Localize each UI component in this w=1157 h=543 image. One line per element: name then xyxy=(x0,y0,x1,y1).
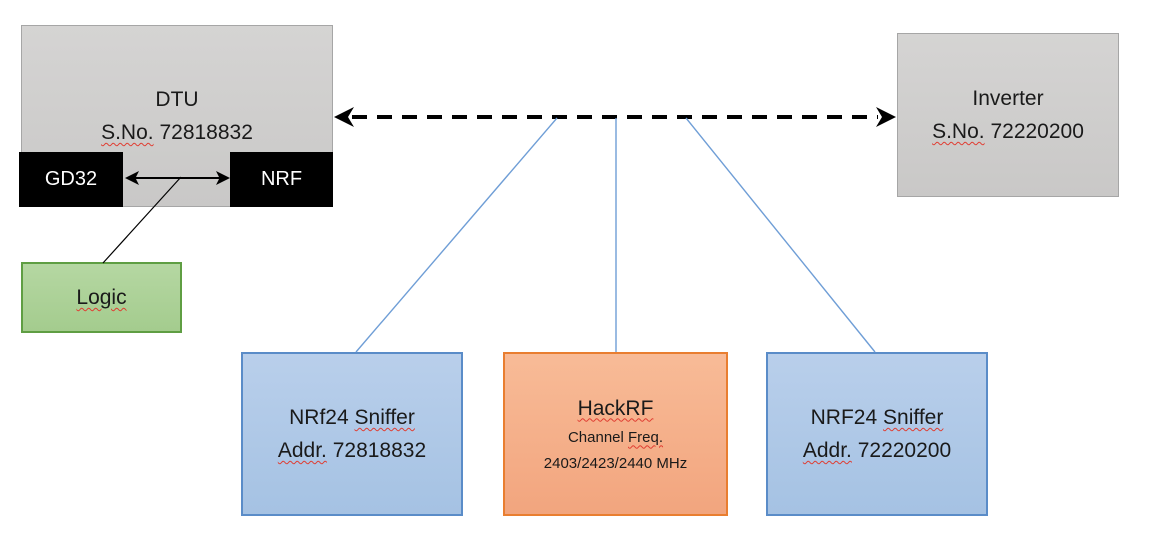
logic-label: Logic xyxy=(76,286,127,309)
sniffer-left-addr: Addr. 72818832 xyxy=(277,439,427,462)
hackrf-box: HackRF Channel Freq. 2403/2423/2440 MHz xyxy=(503,352,728,516)
hackrf-title: HackRF xyxy=(577,396,654,420)
arrowhead-left-icon xyxy=(334,107,354,127)
sniffer-right-box: NRF24 Sniffer Addr. 72220200 xyxy=(766,352,988,516)
inverter-box: Inverter S.No. 72220200 xyxy=(897,33,1119,197)
gd32-label: GD32 xyxy=(44,168,98,190)
nrf-box: NRF xyxy=(230,152,333,207)
sniffer-right-connector-line xyxy=(685,117,876,353)
arrowhead-right-icon xyxy=(876,107,896,127)
sniffer-left-connector-line xyxy=(355,117,558,353)
nrf-label: NRF xyxy=(260,168,303,190)
sniffer-right-title: NRF24 Sniffer xyxy=(810,406,944,429)
dtu-serial: S.No. 72818832 xyxy=(101,116,253,149)
inverter-serial-label: S.No. xyxy=(932,120,985,143)
hackrf-frequencies: 2403/2423/2440 MHz xyxy=(543,454,688,472)
logic-box: Logic xyxy=(21,262,182,333)
sniffer-right-addr: Addr. 72220200 xyxy=(802,439,952,462)
inverter-title: Inverter xyxy=(972,87,1044,110)
dtu-serial-label: S.No. xyxy=(101,121,154,144)
dtu-inverter-dashed-arrow xyxy=(334,107,896,127)
inverter-serial: S.No. 72220200 xyxy=(932,115,1084,148)
sniffer-left-title: NRf24 Sniffer xyxy=(289,406,415,429)
hackrf-channel-freq: Channel Freq. xyxy=(567,428,664,446)
dtu-title: DTU xyxy=(155,88,199,111)
gd32-box: GD32 xyxy=(19,152,123,207)
sniffer-left-box: NRf24 Sniffer Addr. 72818832 xyxy=(241,352,463,516)
inverter-serial-number: 72220200 xyxy=(990,120,1084,143)
dtu-serial-number: 72818832 xyxy=(159,121,253,144)
